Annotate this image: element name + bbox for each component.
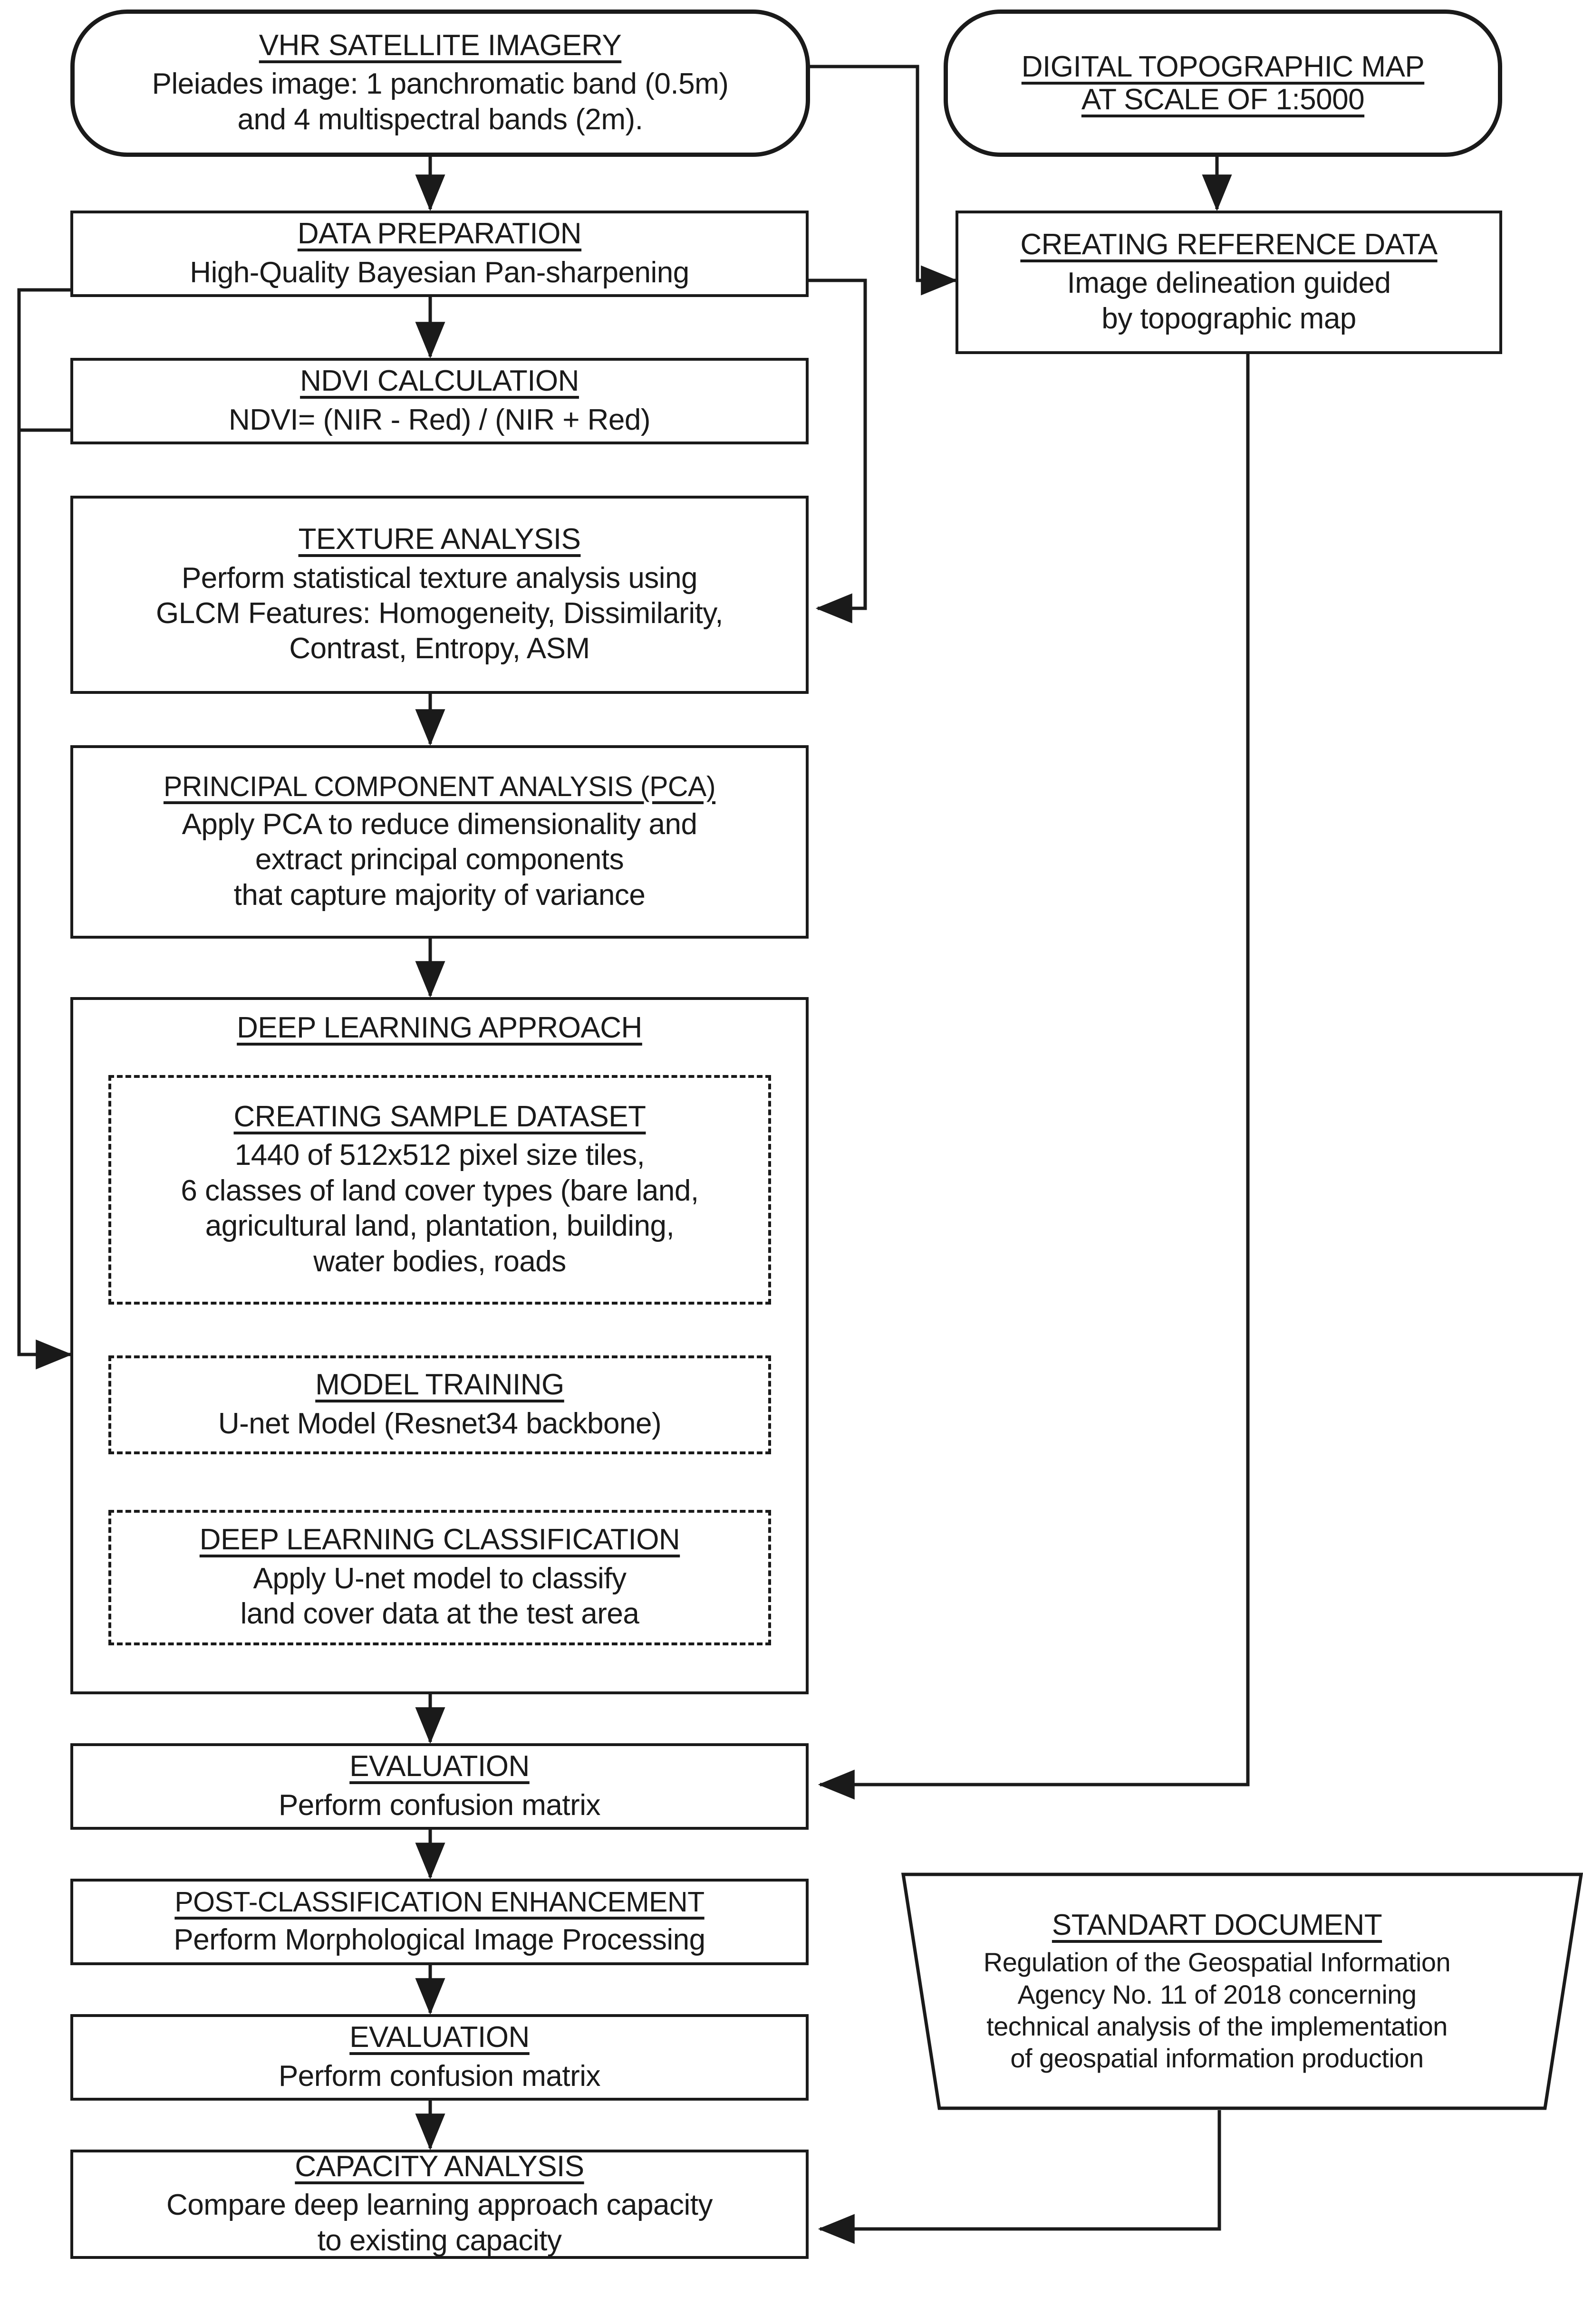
node-title: EVALUATION xyxy=(349,2021,530,2054)
node-title: CREATING SAMPLE DATASET xyxy=(233,1100,646,1133)
node-title: TEXTURE ANALYSIS xyxy=(298,523,581,556)
node-title: CREATING REFERENCE DATA xyxy=(1020,228,1438,261)
node-deep-learning-classification[interactable]: DEEP LEARNING CLASSIFICATION Apply U-net… xyxy=(108,1510,771,1645)
node-body: Compare deep learning approach capacity … xyxy=(166,2189,713,2257)
node-body: High-Quality Bayesian Pan-sharpening xyxy=(190,256,689,289)
node-model-training[interactable]: MODEL TRAINING U-net Model (Resnet34 bac… xyxy=(108,1355,771,1454)
trapezoid-shape xyxy=(901,1873,1583,2110)
node-body: Perform confusion matrix xyxy=(278,2059,601,2093)
node-title: DEEP LEARNING APPROACH xyxy=(237,1011,642,1044)
node-title: STANDART DOCUMENT xyxy=(1052,1908,1382,1941)
node-post-classification-enhancement[interactable]: POST-CLASSIFICATION ENHANCEMENT Perform … xyxy=(70,1879,809,1965)
node-title: VHR SATELLITE IMAGERY xyxy=(259,29,622,62)
node-body: Apply U-net model to classify land cover… xyxy=(240,1562,639,1631)
node-body: Perform Morphological Image Processing xyxy=(174,1923,705,1956)
edge-dataprep-feedback-to-model-training xyxy=(17,288,73,1370)
node-body: Perform statistical texture analysis usi… xyxy=(156,561,723,665)
node-body: Image delineation guided by topographic … xyxy=(1067,267,1391,335)
node-creating-reference-data[interactable]: CREATING REFERENCE DATA Image delineatio… xyxy=(956,211,1502,354)
edge-standart-to-capacity xyxy=(818,2110,1221,2244)
edge-reference-to-evaluation1 xyxy=(818,354,1250,1800)
node-capacity-analysis[interactable]: CAPACITY ANALYSIS Compare deep learning … xyxy=(70,2150,809,2259)
node-title: NDVI CALCULATION xyxy=(300,365,579,398)
node-texture-analysis[interactable]: TEXTURE ANALYSIS Perform statistical tex… xyxy=(70,496,809,694)
node-body: U-net Model (Resnet34 backbone) xyxy=(218,1407,662,1440)
node-vhr-satellite-imagery[interactable]: VHR SATELLITE IMAGERY Pleiades image: 1 … xyxy=(70,10,810,157)
node-body: Apply PCA to reduce dimensionality and e… xyxy=(182,807,697,912)
node-ndvi-calculation[interactable]: NDVI CALCULATION NDVI= (NIR - Red) / (NI… xyxy=(70,358,809,444)
node-title: PRINCIPAL COMPONENT ANALYSIS (PCA) xyxy=(163,770,716,802)
node-title: DEEP LEARNING CLASSIFICATION xyxy=(199,1523,680,1556)
node-title: DIGITAL TOPOGRAPHIC MAP AT SCALE OF 1:50… xyxy=(1021,50,1425,116)
node-standart-document[interactable]: STANDART DOCUMENT Regulation of the Geos… xyxy=(851,1873,1583,2110)
node-digital-topographic-map[interactable]: DIGITAL TOPOGRAPHIC MAP AT SCALE OF 1:50… xyxy=(944,10,1502,157)
node-body: NDVI= (NIR - Red) / (NIR + Red) xyxy=(228,403,651,436)
node-principal-component-analysis[interactable]: PRINCIPAL COMPONENT ANALYSIS (PCA) Apply… xyxy=(70,745,809,939)
node-evaluation-two[interactable]: EVALUATION Perform confusion matrix xyxy=(70,2014,809,2101)
node-body: Perform confusion matrix xyxy=(278,1788,601,1822)
node-creating-sample-dataset[interactable]: CREATING SAMPLE DATASET 1440 of 512x512 … xyxy=(108,1075,771,1305)
edge-dataprep-to-texture xyxy=(808,278,867,624)
node-body: Regulation of the Geospatial Information… xyxy=(983,1947,1451,2073)
node-body: Pleiades image: 1 panchromatic band (0.5… xyxy=(152,67,729,136)
node-evaluation-one[interactable]: EVALUATION Perform confusion matrix xyxy=(70,1743,809,1830)
node-title: POST-CLASSIFICATION ENHANCEMENT xyxy=(174,1886,705,1918)
node-body: 1440 of 512x512 pixel size tiles, 6 clas… xyxy=(181,1139,699,1278)
node-data-preparation[interactable]: DATA PREPARATION High-Quality Bayesian P… xyxy=(70,211,809,297)
node-title: DATA PREPARATION xyxy=(297,217,582,250)
node-title: CAPACITY ANALYSIS xyxy=(295,2150,584,2183)
node-title: EVALUATION xyxy=(349,1750,530,1783)
node-title: MODEL TRAINING xyxy=(315,1368,564,1402)
